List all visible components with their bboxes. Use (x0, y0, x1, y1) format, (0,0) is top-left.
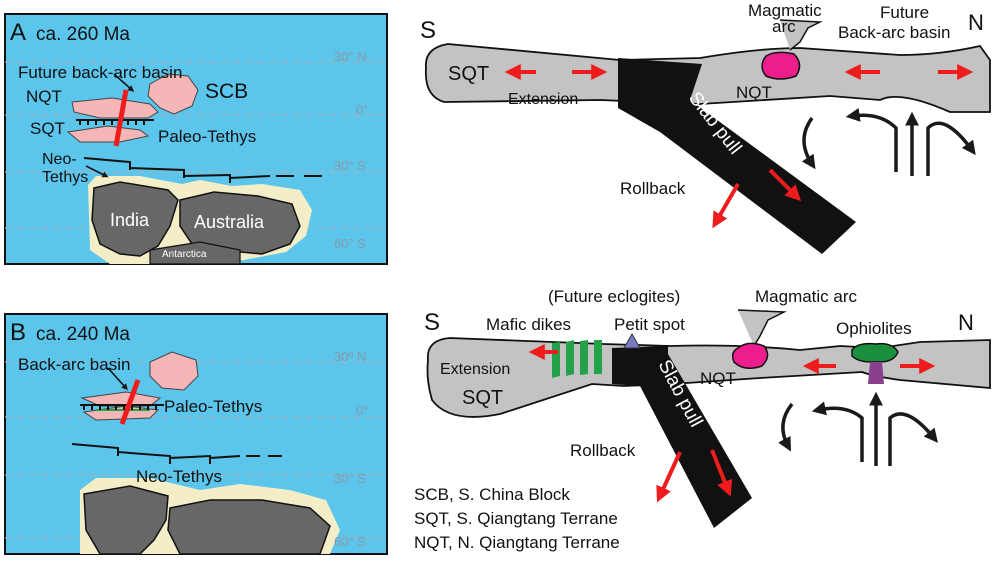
section-a: S N Magmatic arc Future Back-arc basin S… (420, 1, 991, 254)
crust-section-a (424, 43, 991, 113)
label-neo-tethys-b: Neo-Tethys (136, 467, 222, 486)
label-future-eclogites-b: (Future eclogites) (548, 287, 680, 306)
label-nqt-sec-b: NQT (700, 369, 736, 388)
rift-line-a (113, 89, 129, 147)
label-paleo-tethys-b: Paleo-Tethys (164, 397, 262, 416)
mantle-flow-2-b (811, 401, 864, 462)
mafic-dikes-b (552, 340, 602, 378)
lat-label-30s-a: 30° S (334, 158, 366, 173)
panel-a-letter: A (10, 19, 26, 46)
legend-line-nqt: NQT, N. Qiangtang Terrane (414, 533, 620, 552)
label-north-b: N (958, 310, 974, 335)
ophiolite-b (851, 342, 899, 363)
neo-tethys-ridge-a (83, 157, 271, 183)
label-sqt-a: SQT (30, 119, 65, 138)
slab-pull-arrow-b (710, 449, 733, 497)
label-north-a: N (968, 10, 984, 35)
legend-line-scb: SCB, S. China Block (414, 485, 570, 504)
label-tethys-a: Tethys (42, 169, 88, 186)
neo-tethys-ridge-b (71, 443, 241, 464)
label-paleo-tethys-a: Paleo-Tethys (158, 127, 256, 146)
magma-chamber-b (731, 342, 769, 369)
label-sqt-sec-b: SQT (462, 387, 503, 409)
petit-spot-b (623, 332, 641, 349)
pointer-arrow-back-arc-a (113, 73, 135, 92)
label-rollback-b: Rollback (570, 441, 636, 460)
panel-b-map: B ca. 240 Ma Back-arc basin Paleo-Tethys… (4, 313, 388, 555)
lat-label-30n-a: 30° N (334, 49, 367, 64)
label-magmatic-arc-b: Magmatic arc (755, 287, 858, 306)
mantle-flow-4-b (888, 412, 939, 466)
scb-terrane-b (149, 351, 199, 391)
australia-landmass-b (167, 499, 331, 554)
label-future-a: Future (880, 3, 929, 22)
label-back-arc-b: Back-arc basin (18, 355, 130, 374)
mantle-flow-1-a (801, 116, 816, 170)
volcano-conduit-b (737, 309, 787, 347)
lat-label-30n-b: 30º N (334, 349, 366, 364)
scb-terrane (147, 73, 199, 115)
magma-chamber-a (761, 51, 801, 80)
india-landmass-b (83, 485, 169, 554)
mantle-flow-4-a (926, 121, 976, 176)
sqt-terrane (66, 125, 150, 143)
label-mafic-dikes-b: Mafic dikes (486, 315, 571, 334)
label-magmatic-a: Magmatic (748, 1, 822, 20)
australia-landmass (179, 191, 301, 255)
slab-b (612, 346, 752, 528)
pointer-arrow-neo-tethys-a (85, 165, 109, 178)
panel-b-age: ca. 240 Ma (36, 324, 130, 345)
label-arc-a: arc (772, 17, 796, 36)
label-future-back-arc-a: Future back-arc basin (18, 63, 182, 82)
label-south-a: S (420, 17, 436, 44)
label-nqt-a: NQT (26, 87, 62, 106)
label-australia: Australia (194, 212, 265, 232)
nqt-terrane (71, 97, 159, 119)
label-nqt-sec-a: NQT (736, 83, 772, 102)
ophiolite-root-b (868, 362, 884, 384)
lat-label-0-a: 0° (356, 102, 368, 117)
panel-a-map: A ca. 260 Ma Future back-arc basin NQT S… (4, 13, 388, 265)
section-b: S N (Future eclogites) Magmatic arc Mafi… (424, 287, 991, 528)
label-ophiolites-b: Ophiolites (836, 319, 912, 338)
lat-label-60s-b: 60° S (334, 534, 366, 549)
label-petit-spot-b: Petit spot (614, 315, 685, 334)
rift-line-b (119, 379, 141, 425)
india-landmass (91, 181, 179, 257)
slab-pull-arrow-a (768, 168, 802, 202)
label-sqt-sec-a: SQT (448, 63, 489, 85)
lat-label-0-b: 0° (356, 403, 368, 418)
label-antarctica: Antarctica (162, 249, 207, 260)
label-india: India (110, 210, 150, 230)
lat-label-30s-b: 30° S (334, 471, 366, 486)
panel-b-letter: B (10, 319, 26, 346)
label-extension-b: Extension (440, 361, 510, 378)
panel-a-age: ca. 260 Ma (36, 24, 130, 45)
label-south-b: S (424, 309, 440, 336)
rollback-arrow-b (656, 451, 682, 503)
label-back-arc-basin-a: Back-arc basin (838, 23, 950, 42)
slab-a (618, 58, 856, 254)
lat-label-60s-a: 60° S (334, 236, 366, 251)
volcano-conduit-a (779, 19, 823, 51)
trench-teeth-b (83, 405, 157, 410)
label-scb-a: SCB (205, 80, 248, 103)
mantle-flow-2-a (845, 107, 898, 172)
mantle-flow-1-b (778, 402, 794, 452)
label-extension-a: Extension (508, 91, 578, 108)
abbreviation-legend: SCB, S. China Block SQT, S. Qiangtang Te… (414, 485, 620, 552)
pointer-arrow-back-arc-b (107, 367, 128, 391)
antarctica-landmass (149, 241, 241, 264)
label-rollback-a: Rollback (620, 179, 686, 198)
label-neo-a: Neo- (42, 151, 77, 168)
legend-line-sqt: SQT, S. Qiangtang Terrane (414, 509, 618, 528)
rollback-arrow-a (712, 182, 740, 229)
